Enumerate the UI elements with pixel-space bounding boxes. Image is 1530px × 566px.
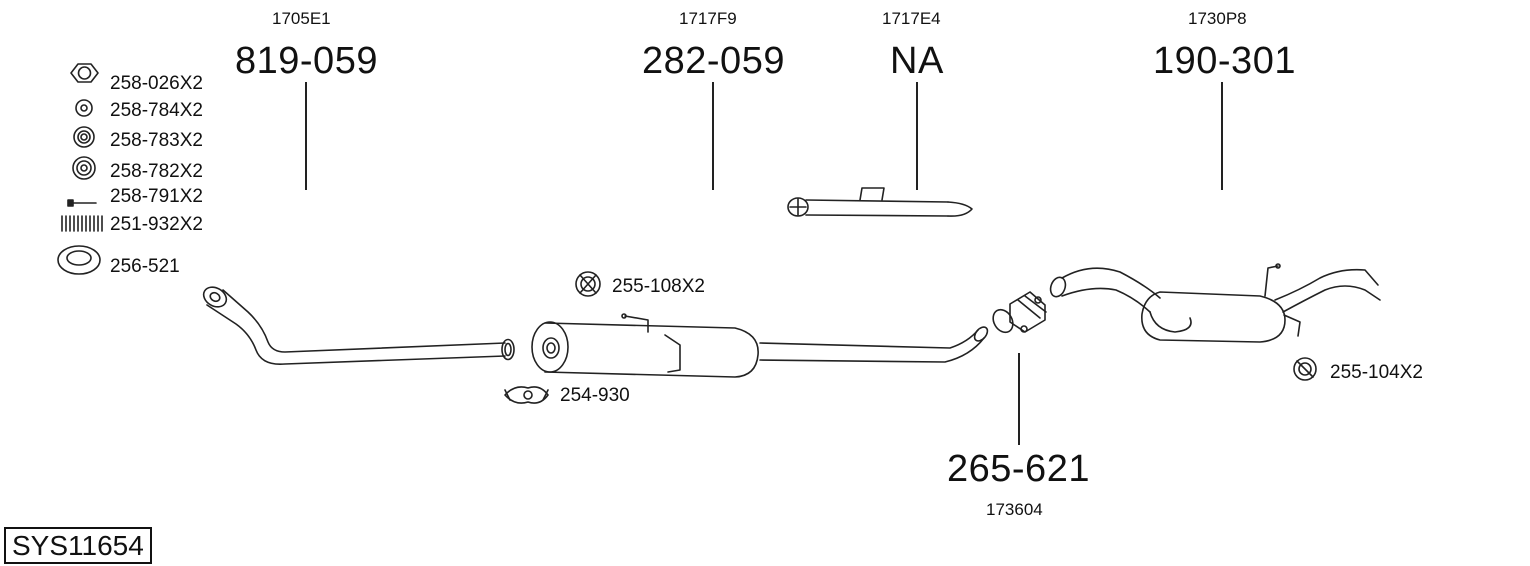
oe-ref-center-box: 1717F9: [679, 9, 737, 28]
stud-nut-icon: [72, 156, 96, 180]
leader-line-rear-box: [1221, 82, 1223, 190]
accessory-label-spring-washer: 258-783X2: [110, 130, 203, 151]
connector-pipe-drawing: [787, 187, 973, 217]
spring-washer-icon: [73, 126, 95, 148]
leader-line-center-box: [712, 82, 714, 190]
rear-muffler-drawing: [1049, 263, 1381, 343]
leader-line-front-pipe: [305, 82, 307, 190]
accessory-label-gasket: 256-521: [110, 256, 180, 277]
oe-ref-connector: 1717E4: [882, 9, 941, 28]
part-no-rear-box: 190-301: [1153, 40, 1296, 82]
accessory-label-bolt: 258-791X2: [110, 186, 203, 207]
accessory-label-washer: 258-784X2: [110, 100, 203, 121]
bolt-icon: [67, 199, 97, 207]
system-code-box: SYS11654: [4, 527, 152, 564]
part-no-center-box: 282-059: [642, 40, 785, 82]
hanger-rear-drawing: [1293, 357, 1317, 381]
part-no-front-pipe: 819-059: [235, 40, 378, 82]
clamp-band-drawing: [504, 386, 549, 404]
part-no-clamp-assy: 265-621: [947, 448, 1090, 490]
accessory-label-stud-nut: 258-782X2: [110, 161, 203, 182]
system-code: SYS11654: [12, 530, 144, 561]
leader-line-connector: [916, 82, 918, 190]
front-pipe-drawing: [202, 286, 515, 366]
accessory-label-nut: 258-026X2: [110, 73, 203, 94]
spring-icon: [61, 215, 103, 232]
part-no-connector: NA: [890, 40, 944, 82]
gasket-ring-icon: [57, 245, 101, 275]
oe-ref-clamp-assy: 173604: [986, 500, 1043, 519]
washer-icon: [75, 99, 93, 117]
fitting-label-clamp: 254-930: [560, 385, 630, 406]
hanger-center-drawing: [575, 271, 601, 297]
clamp-assembly-drawing: [992, 291, 1047, 334]
oe-ref-rear-box: 1730P8: [1188, 9, 1247, 28]
accessory-label-spring: 251-932X2: [110, 214, 203, 235]
fitting-label-hanger-rear: 255-104X2: [1330, 362, 1423, 383]
oe-ref-front-pipe: 1705E1: [272, 9, 331, 28]
leader-line-clamp-assy: [1018, 353, 1020, 445]
nut-icon: [70, 63, 99, 83]
fitting-label-hanger-center: 255-108X2: [612, 276, 705, 297]
center-muffler-drawing: [531, 313, 989, 378]
